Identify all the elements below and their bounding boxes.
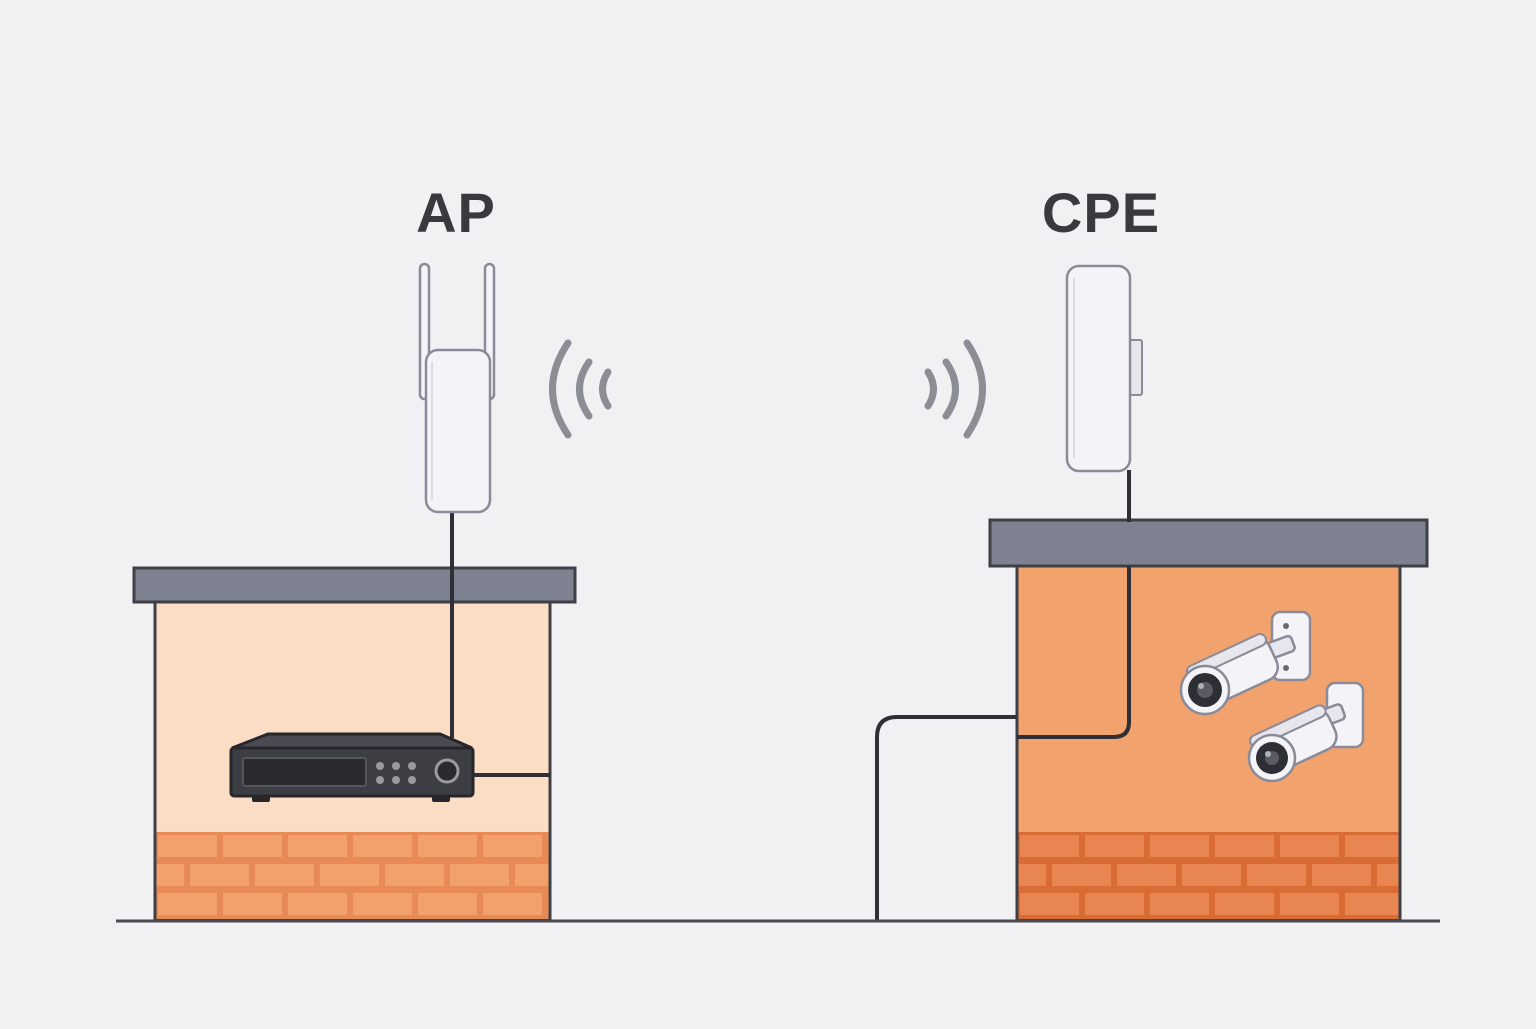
cpe-label: CPE: [1041, 181, 1161, 244]
cpe-cable: [1017, 470, 1131, 739]
nvr-recorder-icon: [229, 732, 475, 802]
left-building-bricks: [156, 832, 549, 919]
security-camera-icon: [1247, 681, 1365, 783]
cpe-antenna-icon: [1065, 264, 1143, 473]
wifi-signal-icon: [924, 339, 986, 439]
right-building-bricks: [1018, 832, 1399, 919]
left-building: [132, 566, 577, 922]
security-camera-icon: [1179, 610, 1312, 716]
wifi-signal-icon: [549, 339, 612, 439]
right-building-roof: [988, 518, 1429, 568]
ap-label: AP: [416, 181, 496, 244]
access-point-icon: [418, 262, 496, 514]
left-building-roof: [132, 566, 577, 604]
outdoor-cable: [875, 715, 1017, 920]
